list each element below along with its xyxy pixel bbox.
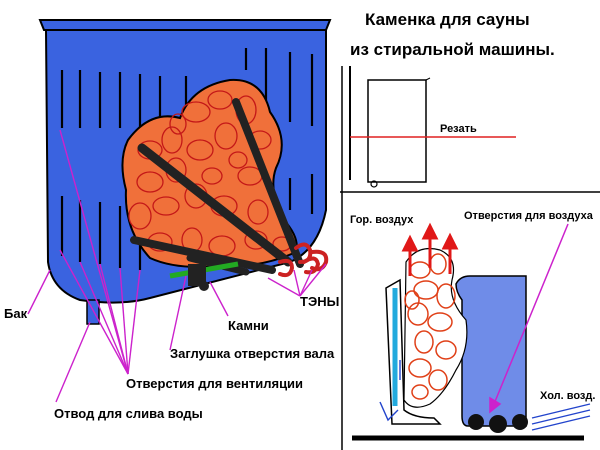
- machine-foot: [370, 180, 378, 188]
- cold-air-arrows: [379, 360, 591, 431]
- pointer-lines: [27, 129, 327, 403]
- tank-ball-3: [512, 414, 528, 430]
- title-line-2: из стиральной машины.: [350, 40, 555, 59]
- label-drain: Отвод для слива воды: [54, 406, 203, 421]
- tank-ball-1: [468, 414, 484, 430]
- heater-stones-scribbles: [404, 253, 457, 400]
- drum-lid: [38, 19, 332, 31]
- heater-cutaway: [352, 222, 591, 441]
- shaft-plug: [169, 261, 239, 291]
- heater-rod-3: [130, 236, 276, 274]
- heater-stones: [403, 247, 468, 408]
- machine-body: [367, 79, 427, 183]
- tank-ball-2: [489, 415, 507, 433]
- heater-side-panel: [385, 278, 442, 425]
- label-heaters: ТЭНЫ: [300, 294, 340, 309]
- heater-elements: [130, 98, 304, 276]
- label-shaft-plug: Заглушка отверстия вала: [170, 346, 335, 361]
- label-cut: Резать: [440, 123, 477, 135]
- heater-rod-1: [137, 143, 293, 267]
- label-air-holes: Отверстия для воздуха: [464, 210, 593, 222]
- vent-slots-top: [60, 48, 314, 130]
- heater-rod-2: [232, 98, 304, 268]
- label-hot-air: Гор. воздух: [350, 214, 414, 226]
- title-line-1: Каменка для сауны: [365, 10, 530, 29]
- vent-slots-bottom: [60, 174, 314, 270]
- label-tank: Бак: [4, 306, 28, 321]
- label-cold-air: Хол. возд.: [540, 390, 596, 402]
- hot-air-arrows: [401, 222, 459, 276]
- washing-machine-sketch: [349, 66, 516, 188]
- label-stones: Камни: [228, 318, 269, 333]
- label-vent-holes: Отверстия для вентиляции: [126, 376, 304, 391]
- heater-tank: [455, 275, 527, 427]
- air-holes-pointer: [489, 223, 569, 414]
